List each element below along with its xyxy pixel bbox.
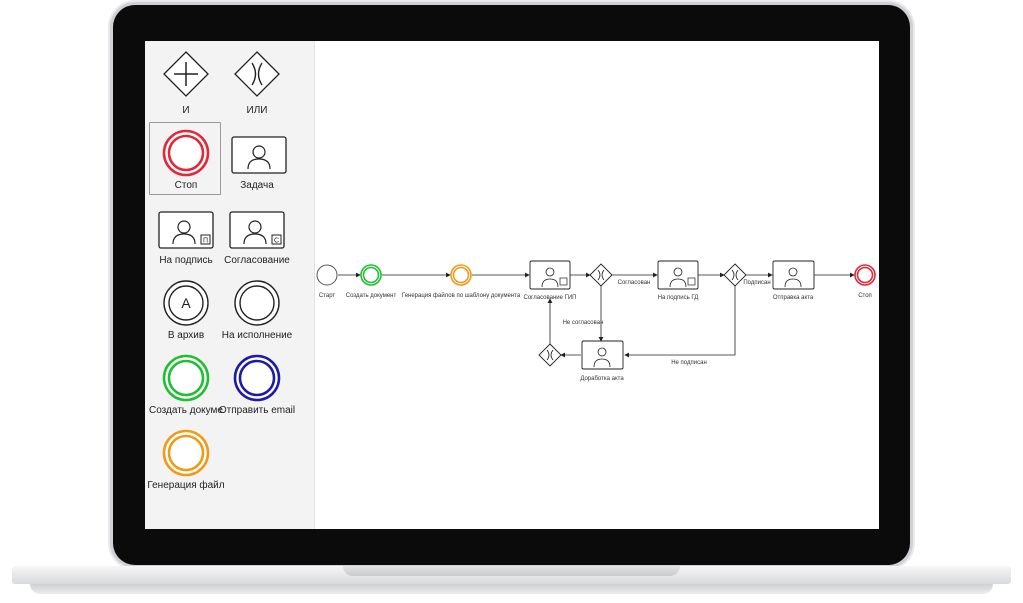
signed-label: Подписан [743, 280, 770, 286]
file-generation-event-icon [162, 429, 210, 477]
palette-item-label: И [182, 105, 190, 116]
palette-item-task[interactable]: Задача [220, 122, 292, 194]
palette-item-label: Генерация файл [147, 480, 225, 491]
process-diagram: Старт Создать документ Генерация файлов … [316, 260, 876, 382]
palette-item-label: ИЛИ [246, 105, 268, 116]
sign-gd-task[interactable] [657, 260, 699, 290]
palette-item-send-email[interactable]: Отправить email [219, 347, 295, 419]
file-generation-label: Генерация файлов по шаблону документа [402, 292, 521, 299]
not-signed-label: Не подписан [671, 360, 707, 366]
palette-item-sign[interactable]: П На подпись [149, 197, 221, 269]
archive-event-icon: A [163, 280, 209, 326]
sign-task-icon: П [158, 211, 214, 249]
create-document-event-icon [162, 354, 210, 402]
palette-item-or[interactable]: ИЛИ [220, 47, 292, 119]
start-event[interactable] [316, 264, 338, 286]
approval-task-icon: С [229, 211, 285, 249]
stop-label: Стоп [858, 293, 872, 299]
palette-item-execution[interactable]: На исполнение [220, 272, 292, 344]
approval-gateway[interactable] [589, 263, 613, 287]
palette-item-approval[interactable]: С Согласование [220, 197, 292, 269]
element-palette: И ИЛИ Стоп Задача [145, 41, 315, 529]
palette-item-stop[interactable]: Стоп [149, 122, 221, 195]
user-task-icon [231, 136, 287, 174]
edge-not-signed [624, 286, 736, 358]
parallel-gateway-icon [163, 51, 209, 97]
palette-item-label: Отправить email [218, 405, 296, 416]
palette-item-create-document[interactable]: Создать докуме [149, 347, 223, 419]
sign-marker: П [203, 238, 208, 245]
revise-gateway[interactable] [538, 343, 562, 367]
create-document-label: Создать документ [346, 293, 397, 299]
palette-item-file-generation[interactable]: Генерация файл [147, 422, 225, 494]
send-email-event-icon [233, 354, 281, 402]
palette-item-label: На исполнение [221, 330, 293, 341]
execution-event-icon [234, 280, 280, 326]
archive-marker: A [181, 295, 191, 311]
palette-item-label: На подпись [159, 255, 213, 266]
not-approved-label: Не согласован [563, 320, 604, 326]
diagram-edges [338, 272, 855, 358]
approved-label: Согласован [618, 280, 651, 286]
palette-item-and[interactable]: И [149, 47, 221, 119]
start-label: Старт [319, 293, 336, 299]
lid-hinge [180, 2, 290, 5]
palette-item-label: Стоп [174, 180, 198, 191]
sign-gd-label: На подпись ГД [658, 295, 699, 301]
palette-item-label: В архив [167, 330, 205, 341]
exclusive-gateway-icon [234, 51, 280, 97]
sign-gateway[interactable] [723, 263, 747, 287]
app-screen: И ИЛИ Стоп Задача [145, 41, 879, 529]
revise-act-task[interactable] [581, 340, 624, 370]
palette-item-label: Согласование [224, 255, 290, 266]
laptop-notch [343, 566, 680, 576]
revise-act-label: Доработка акта [580, 376, 624, 382]
palette-item-label: Создать докуме [149, 405, 223, 416]
palette-item-archive[interactable]: A В архив [149, 272, 221, 344]
send-act-label: Отправка акта [773, 295, 814, 301]
approval-gip-label: Согласование ГИП [524, 295, 577, 301]
palette-item-label: Задача [240, 180, 274, 191]
stop-event-icon [162, 129, 210, 177]
send-act-task[interactable] [772, 260, 815, 290]
laptop-base-bottom [30, 584, 993, 594]
approval-gip-task[interactable] [529, 260, 571, 290]
approval-marker: С [274, 238, 279, 245]
diagram-canvas[interactable]: Старт Создать документ Генерация файлов … [315, 41, 879, 529]
